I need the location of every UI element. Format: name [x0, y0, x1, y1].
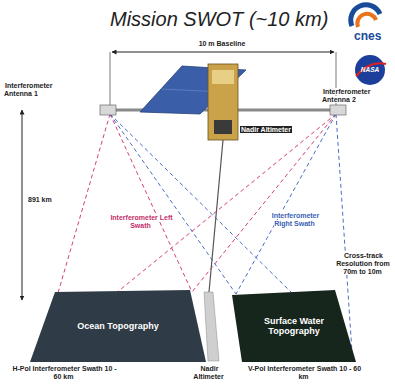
baseline-tick [110, 52, 111, 108]
swath-label-text: Interferometer Left Swath [109, 214, 172, 229]
dimension-label: 10 m Baseline [190, 40, 254, 48]
dimension-label-text: 891 km [27, 196, 53, 203]
panel-fill [30, 290, 206, 362]
title-text: Mission SWOT (~10 km) [110, 8, 328, 30]
swath-label: Interferometer Right Swath [262, 212, 328, 228]
part-label: Nadir Altimeter [240, 126, 302, 134]
resolution-label: Cross-track Resolution from 70m to 10m [333, 252, 393, 276]
land-panel: Surface Water Topography [232, 290, 356, 362]
dimension-label: 891 km [27, 196, 67, 204]
antenna-2 [330, 105, 346, 115]
part-label: Nadir Altimeter [184, 365, 234, 381]
ocean-panel: Ocean Topography [30, 290, 206, 362]
resolution-label-text: Cross-track Resolution from 70m to 10m [336, 252, 390, 275]
baseline-arrow [112, 52, 334, 53]
nasa-swoosh [356, 63, 386, 76]
dimension-label-text: 10 m Baseline [198, 40, 247, 47]
logo-text: cnes [353, 30, 393, 44]
satellite-detail [212, 70, 234, 84]
logo-text-text: NASA [360, 66, 380, 73]
swath-dimension-text: H-Pol Interferometer Swath 10 - 60 km [11, 365, 116, 380]
logo-text: NASA [355, 66, 385, 73]
antenna-label-text: Interferometer Antenna 1 [4, 82, 52, 97]
nadir-altimeter-dish [214, 120, 232, 134]
swath-dimension: V-Pol Interferometer Swath 10 - 60 km [246, 365, 362, 381]
nadir-line [209, 140, 223, 292]
antenna-1 [100, 105, 116, 115]
part-label-text: Nadir Altimeter [240, 126, 292, 133]
panel-label: Ocean Topography [77, 321, 158, 331]
cnes-logo-icon [351, 5, 380, 27]
antenna-label: Interferometer Antenna 1 [4, 82, 66, 98]
nadir-strip [204, 292, 219, 361]
swath-label-text: Interferometer Right Swath [271, 212, 319, 227]
panel-label: Surface Water Topography [252, 316, 336, 337]
satellite-body [208, 64, 238, 140]
antenna-label: Interferometer Antenna 2 [322, 88, 386, 104]
logo-text-text: cnes [353, 29, 382, 43]
altitude-arrow [22, 110, 23, 300]
part-label-text: Nadir Altimeter [193, 365, 224, 380]
swath-dimension: H-Pol Interferometer Swath 10 - 60 km [8, 365, 120, 381]
swath-dimension-text: V-Pol Interferometer Swath 10 - 60 km [247, 365, 361, 380]
swath-label: Interferometer Left Swath [108, 214, 174, 230]
panel-fill [232, 290, 356, 362]
antenna-label-text: Interferometer Antenna 2 [322, 88, 370, 103]
title: Mission SWOT (~10 km) [110, 8, 328, 31]
nasa-logo [355, 55, 385, 85]
